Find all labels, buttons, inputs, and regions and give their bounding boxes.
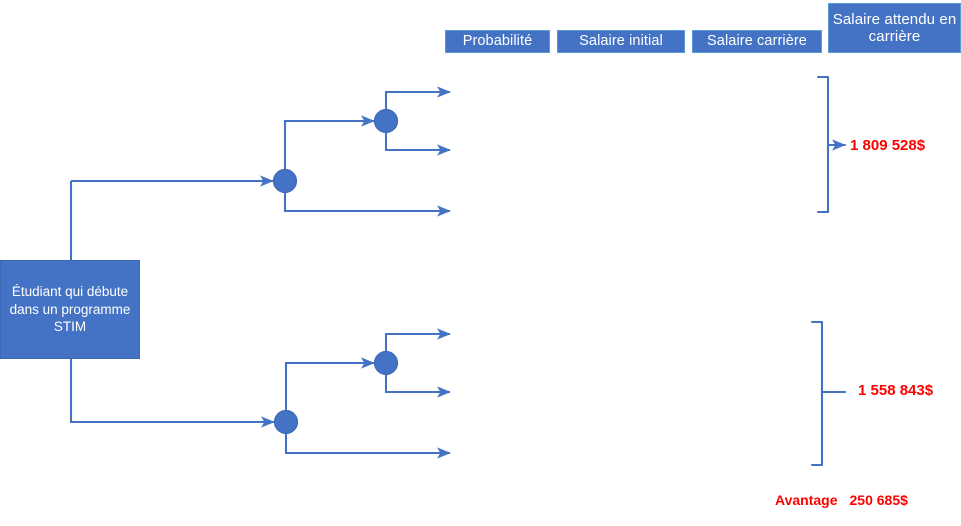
edge-upper-node1-down [283,181,451,217]
chance-nodes [272,108,399,435]
edge-upper-node1-up [283,115,375,181]
bracket-top [816,75,830,214]
result-value-top-branch: 1 809 528$ [850,137,926,154]
advantage-value: 250 685$ [849,492,908,508]
edge-lower-node1-down [284,422,451,459]
chance-node-lower-1 [273,409,299,435]
column-header-salaire-initial: Salaire initial [557,30,685,53]
advantage-label: Avantage [775,492,838,508]
result-value-bottom-branch: 1 558 843$ [858,382,934,399]
advantage-row: Avantage 250 685$ [775,492,908,508]
edge-lower-node1-up [284,357,375,422]
column-header-probabilite: Probabilité [445,30,550,53]
column-header-salaire-attendu-en-carriere: Salaire attendu en carrière [828,3,961,53]
root-node-etudiant-stim: Étudiant qui débute dans un programme ST… [0,260,140,359]
column-header-salaire-carriere: Salaire carrière [692,30,822,53]
chance-node-upper-1 [272,168,298,194]
bracket-bottom [810,320,824,467]
chance-node-lower-2 [373,350,399,376]
chance-node-upper-2 [373,108,399,134]
